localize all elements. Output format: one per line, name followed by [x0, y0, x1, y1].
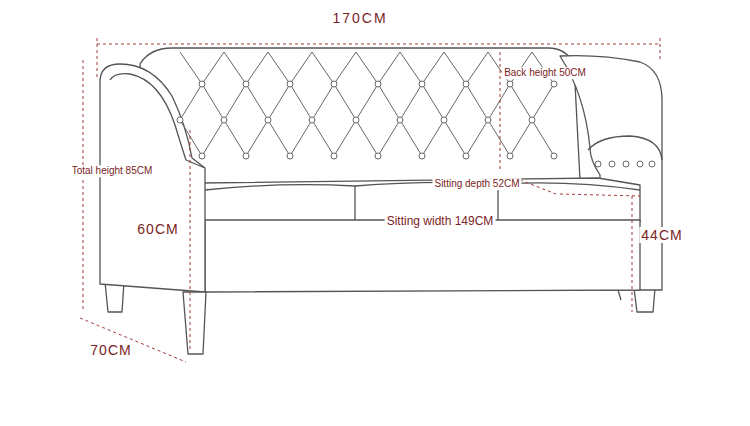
dimension-label: 70CM: [88, 342, 133, 358]
sofa-arm: [100, 64, 205, 292]
sofa-arm-roll: [588, 136, 662, 160]
dimension-lines: [80, 38, 660, 362]
dimension-label: Sitting depth 52CM: [432, 178, 521, 190]
dimension-label: 60CM: [135, 221, 180, 237]
sofa-arm-seam: [110, 74, 186, 160]
sofa-base: [205, 220, 640, 292]
sofa-leg: [183, 292, 206, 354]
sofa-leg: [634, 288, 655, 312]
tufting: [177, 52, 655, 167]
dimension-label: Total height 85CM: [70, 165, 155, 177]
sofa-leg: [105, 282, 124, 312]
dimension-label: Back height 50CM: [502, 67, 588, 79]
dimension-label: 44CM: [639, 227, 684, 243]
dimension-label: Sitting width 149CM: [385, 215, 496, 229]
dimension-label: 170CM: [330, 10, 389, 26]
